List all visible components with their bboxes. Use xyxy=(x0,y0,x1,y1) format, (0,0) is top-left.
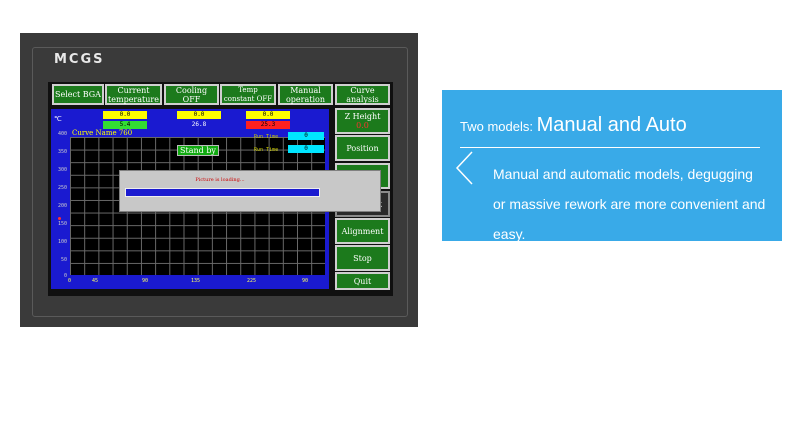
readout-5: 26.8 xyxy=(177,121,221,129)
loading-dialog: Picture is loading... xyxy=(119,170,381,212)
chevron-left-icon[interactable] xyxy=(454,150,476,186)
current-temperature-button[interactable]: Current temperature xyxy=(105,84,162,105)
y-tick: 200 xyxy=(57,203,67,209)
card-title: Two models: Manual and Auto xyxy=(460,114,687,137)
select-bga-button[interactable]: Select BGA xyxy=(52,84,104,105)
y-tick: 400 xyxy=(57,131,67,137)
z-height-button[interactable]: Z Height 0.0 xyxy=(335,108,390,134)
brand-logo: MCGS xyxy=(54,52,105,67)
alignment-button[interactable]: Alignment xyxy=(335,218,390,244)
x-tick: 0 xyxy=(68,278,72,284)
temperature-unit: ℃ xyxy=(54,115,62,123)
readout-4: 5.4 xyxy=(103,121,147,129)
readout-2: 0.0 xyxy=(177,111,221,119)
cooling-off-button[interactable]: Cooling OFF xyxy=(164,84,219,105)
temp-constant-off-button[interactable]: Temp constant OFF xyxy=(220,84,276,105)
card-title-prefix: Two models: xyxy=(460,119,537,134)
run-time-value-2: 0 xyxy=(288,145,324,153)
position-button[interactable]: Position xyxy=(335,135,390,161)
card-divider xyxy=(460,147,760,148)
loading-text: Picture is loading... xyxy=(195,177,245,183)
x-tick: 225 xyxy=(247,278,257,284)
hmi-screen: Select BGA Current temperature Cooling O… xyxy=(48,82,393,296)
y-tick: 100 xyxy=(57,239,67,245)
card-title-main: Manual and Auto xyxy=(536,114,687,136)
y-tick: 0 xyxy=(63,273,67,279)
readout-3: 0.0 xyxy=(246,111,290,119)
run-time-label-2: Run Time xyxy=(254,147,279,153)
readout-1: 0.0 xyxy=(103,111,147,119)
run-time-value-1: 0 xyxy=(288,132,324,140)
y-tick: 300 xyxy=(57,167,67,173)
card-body: Manual and automatic models, degugging o… xyxy=(493,166,766,242)
marker-dot xyxy=(58,217,61,220)
y-tick: 250 xyxy=(57,185,67,191)
hmi-device-panel: MCGS Select BGA Current temperature Cool… xyxy=(20,33,418,327)
y-tick: 150 xyxy=(57,221,67,227)
readout-6: 25.3 xyxy=(246,121,290,129)
feature-card: Two models: Manual and Auto Manual and a… xyxy=(442,90,782,242)
x-tick: 90 xyxy=(302,278,309,284)
manual-operation-button[interactable]: Manual operation xyxy=(278,84,333,105)
x-tick: 90 xyxy=(142,278,149,284)
curve-analysis-button[interactable]: Curve analysis xyxy=(335,84,390,105)
loading-progress-bar xyxy=(125,188,320,197)
z-height-value: 0.0 xyxy=(356,121,369,130)
y-tick: 50 xyxy=(60,257,67,263)
y-tick: 350 xyxy=(57,149,67,155)
run-time-label-1: Run Time xyxy=(254,134,279,140)
screen-bezel xyxy=(32,47,408,317)
x-tick: 135 xyxy=(191,278,201,284)
z-height-label: Z Height xyxy=(344,112,381,121)
stand-by-button[interactable]: Stand by xyxy=(177,145,219,156)
x-tick: 45 xyxy=(92,278,99,284)
curve-name: Curve Name 760 xyxy=(72,129,133,137)
quit-button[interactable]: Quit xyxy=(335,272,390,290)
stop-button[interactable]: Stop xyxy=(335,245,390,271)
